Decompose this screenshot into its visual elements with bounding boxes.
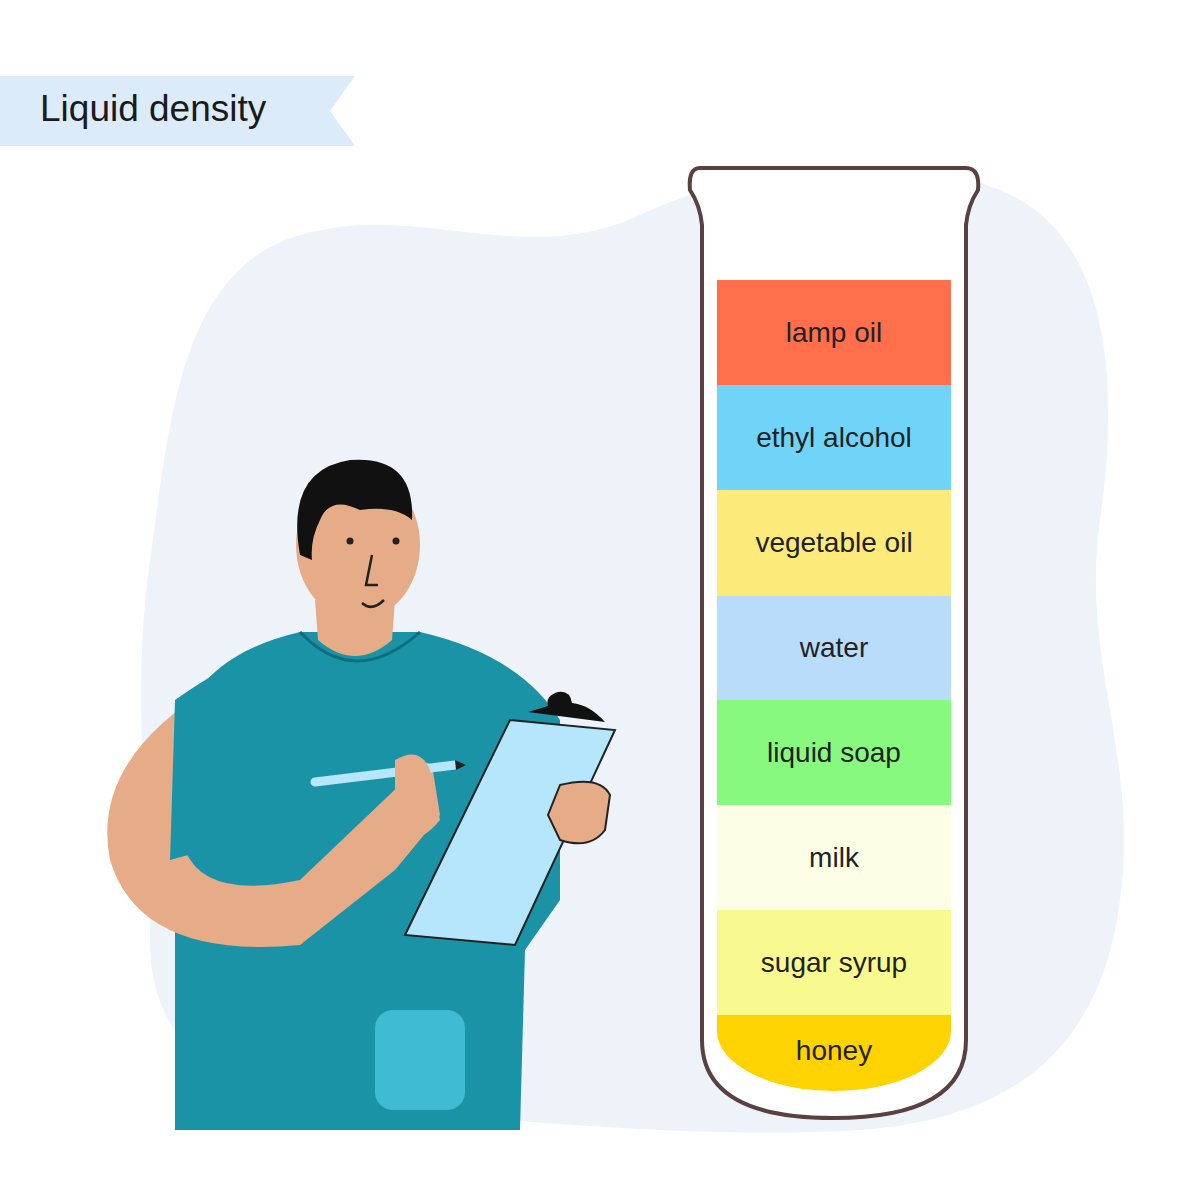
layer-label: ethyl alcohol (756, 422, 912, 454)
clip (528, 692, 605, 722)
hair (297, 460, 412, 560)
hand (395, 754, 440, 840)
layer-label: liquid soap (767, 737, 901, 769)
holding-hand (548, 782, 610, 844)
background-blob (141, 166, 1124, 1133)
liquid-layer: lamp oil (717, 280, 951, 385)
eye (347, 538, 354, 545)
face (362, 555, 384, 607)
layer-label: vegetable oil (755, 527, 912, 559)
sleeve (170, 640, 300, 860)
person (107, 460, 615, 1130)
layer-label: sugar syrup (761, 947, 907, 979)
pencil (315, 765, 455, 782)
liquid-layer: sugar syrup (717, 910, 951, 1015)
layer-label: milk (809, 842, 859, 874)
clipboard (405, 720, 615, 945)
pocket (375, 1010, 465, 1110)
liquid-layer: vegetable oil (717, 490, 951, 596)
liquid-layer: milk (717, 805, 951, 910)
layer-label: honey (796, 1035, 872, 1067)
liquid-layer: liquid soap (717, 700, 951, 805)
title-banner (0, 76, 355, 146)
test-tube (690, 168, 979, 1118)
collar (300, 632, 420, 661)
title: Liquid density (40, 88, 266, 130)
pencil-tip (455, 760, 466, 770)
eye (393, 538, 400, 545)
liquid-layer: ethyl alcohol (717, 385, 951, 490)
layer-label: lamp oil (786, 317, 882, 349)
layer-label: water (800, 632, 868, 664)
liquid-layer: water (717, 596, 951, 700)
